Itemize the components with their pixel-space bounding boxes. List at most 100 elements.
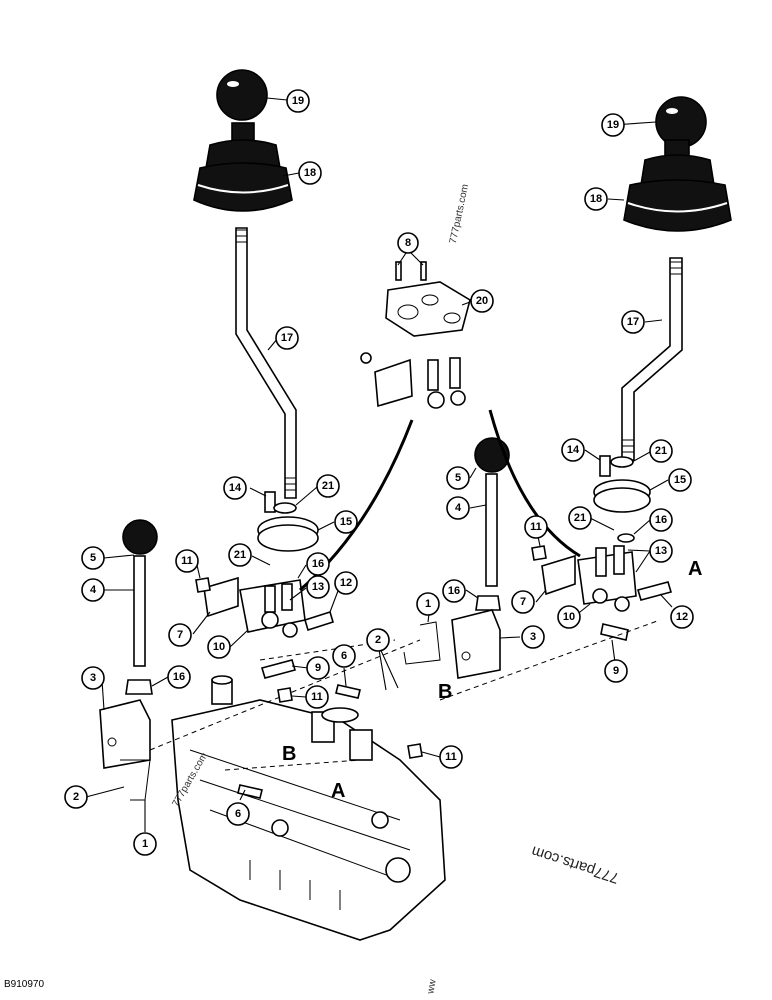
right-boot [623,139,732,232]
svg-text:21: 21 [655,445,667,457]
left-bracket [203,576,239,618]
svg-text:16: 16 [448,585,460,597]
callout-1-left: 1 [133,832,157,856]
svg-text:17: 17 [281,332,293,344]
svg-text:8: 8 [405,237,411,249]
svg-text:12: 12 [340,577,352,589]
svg-text:14: 14 [567,444,580,456]
callout-16-left-b: 16 [167,665,191,689]
svg-text:15: 15 [340,516,352,528]
left-link [120,759,151,801]
callout-3-left: 3 [81,666,105,690]
callout-3-right: 3 [521,625,545,649]
callout-4-right: 4 [446,496,470,520]
svg-text:2: 2 [375,634,381,646]
svg-text:17: 17 [627,316,639,328]
left-bolt [264,491,276,513]
svg-text:1: 1 [425,598,431,610]
callout-7-left: 7 [168,623,192,647]
callouts: 19 18 17 14 21 15 21 16 13 12 11 7 10 9 … [64,89,694,856]
svg-text:13: 13 [655,545,667,557]
callout-6-upper: 6 [332,644,356,668]
svg-text:12: 12 [676,611,688,623]
callout-11-left-a: 11 [175,549,199,573]
svg-text:2: 2 [73,791,79,803]
callout-21-left-b: 21 [228,543,252,567]
left-pivot-block [99,699,151,769]
svg-text:7: 7 [177,629,183,641]
svg-text:20: 20 [476,295,488,307]
callout-17-right: 17 [621,310,645,334]
callout-16-right-b: 16 [442,579,466,603]
right-bolt [599,455,611,477]
right-joystick-assembly [403,96,732,679]
callout-21-right-b: 21 [568,506,592,530]
svg-text:16: 16 [173,671,185,683]
callout-11-left-b: 11 [305,685,329,709]
callout-15-right: 15 [668,468,692,492]
left-knob [216,69,268,121]
callout-16-left-a: 16 [306,552,330,576]
svg-text:3: 3 [530,631,536,643]
svg-text:19: 19 [292,95,304,107]
callout-11-right: 11 [524,515,548,539]
svg-text:5: 5 [90,552,96,564]
control-valve-body [171,675,446,941]
svg-text:11: 11 [530,521,542,533]
svg-text:16: 16 [312,558,324,570]
right-small-lever [485,473,498,587]
right-pivot-block [451,609,501,679]
callout-9-right: 9 [604,659,628,683]
callout-18-left: 18 [298,161,322,185]
svg-text:15: 15 [674,474,686,486]
svg-text:6: 6 [341,650,347,662]
callout-17-left: 17 [275,326,299,350]
svg-text:11: 11 [445,751,457,763]
svg-text:1: 1 [142,838,148,850]
callout-13-right: 13 [649,539,673,563]
right-bracket [541,554,576,596]
section-letter-a-valve: A [331,780,345,802]
callout-4-left: 4 [81,578,105,602]
center-bracket-assembly [299,261,581,592]
svg-text:11: 11 [181,555,193,567]
svg-text:4: 4 [90,584,97,596]
left-boot [193,122,293,212]
left-small-knob [122,519,158,555]
callout-5-right: 5 [446,466,470,490]
svg-text:13: 13 [312,581,324,593]
callout-14-left: 14 [223,476,247,500]
callout-21-right-a: 21 [649,439,673,463]
svg-text:10: 10 [563,611,575,623]
svg-text:21: 21 [574,512,586,524]
watermark-main: 777parts.com [529,842,621,886]
left-lever [235,227,297,499]
right-link [403,621,441,665]
svg-text:14: 14 [229,482,242,494]
left-joystick-assembly [99,69,334,801]
svg-text:18: 18 [590,193,602,205]
callout-6-lower: 6 [226,802,250,826]
callout-14-right: 14 [561,438,585,462]
section-letter-a-right: A [688,558,702,580]
right-lever [621,257,683,461]
svg-text:19: 19 [607,119,619,131]
callout-9-left: 9 [306,656,330,680]
svg-text:9: 9 [315,662,321,674]
section-letter-b-valve: B [282,743,296,765]
callout-13-left: 13 [306,575,330,599]
svg-text:7: 7 [520,596,526,608]
svg-text:21: 21 [234,549,246,561]
svg-text:3: 3 [90,672,96,684]
callout-12-right: 12 [670,605,694,629]
section-letter-b-right: B [438,681,452,703]
callout-16-right-a: 16 [649,508,673,532]
callout-1-right: 1 [416,592,440,616]
svg-text:21: 21 [322,480,334,492]
callout-18-right: 18 [584,187,608,211]
svg-text:6: 6 [235,808,241,820]
callout-7-right: 7 [511,590,535,614]
svg-text:11: 11 [311,691,323,703]
callout-20-center: 20 [470,289,494,313]
